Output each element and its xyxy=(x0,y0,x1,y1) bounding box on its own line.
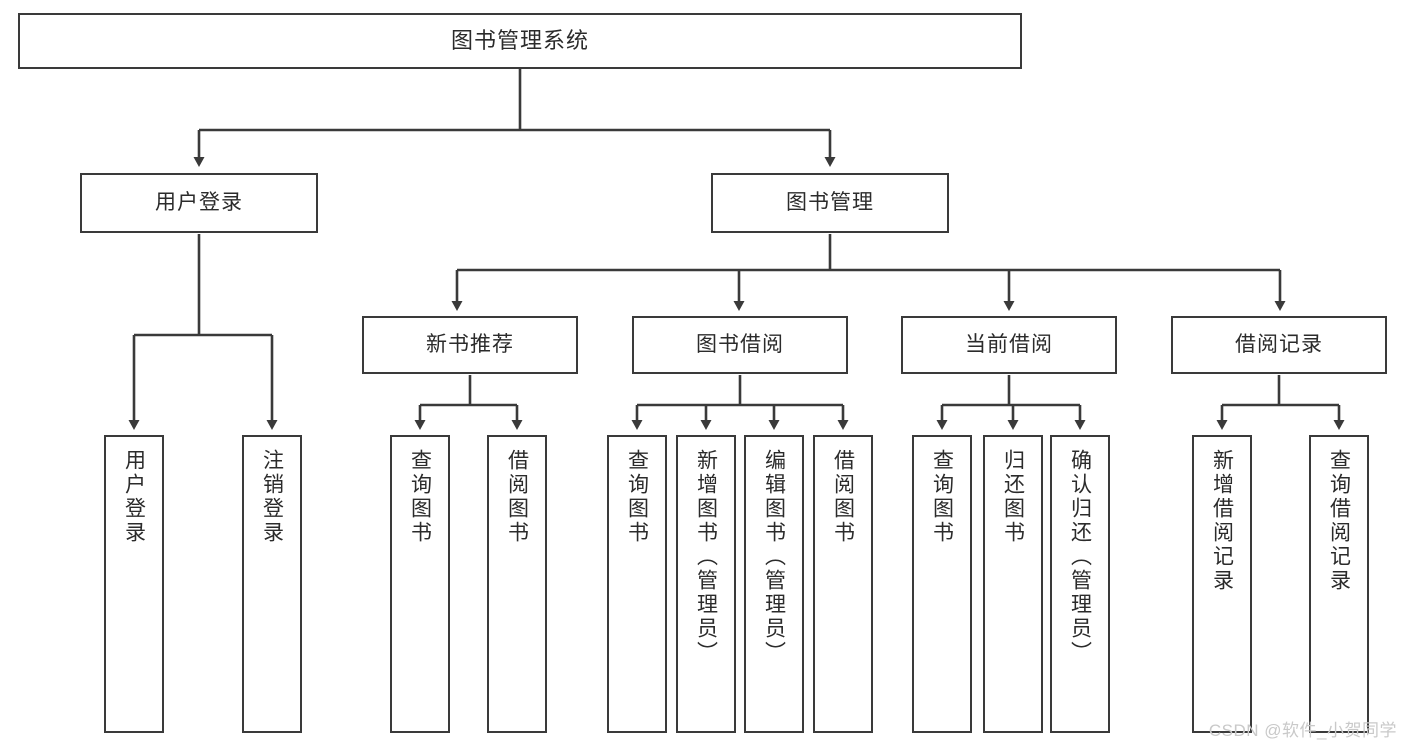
node-book-borrow[interactable]: 图书借阅 xyxy=(632,316,848,374)
node-book-borrow-label: 图书借阅 xyxy=(696,332,784,356)
node-new-book-recommend[interactable]: 新书推荐 xyxy=(362,316,578,374)
node-leaf-confirm-return[interactable]: 确认归还（管理员） xyxy=(1050,435,1110,733)
node-leaf-user-login[interactable]: 用户登录 xyxy=(104,435,164,733)
node-leaf-borrow-book-1-label: 借阅图书 xyxy=(505,449,529,545)
node-root[interactable]: 图书管理系统 xyxy=(18,13,1022,69)
node-leaf-query-record-label: 查询借阅记录 xyxy=(1327,449,1351,593)
node-leaf-return-book[interactable]: 归还图书 xyxy=(983,435,1043,733)
node-current-borrow[interactable]: 当前借阅 xyxy=(901,316,1117,374)
node-leaf-edit-book-label: 编辑图书（管理员） xyxy=(762,449,786,665)
node-leaf-query-book-3-label: 查询图书 xyxy=(930,449,954,545)
node-leaf-borrow-book-2[interactable]: 借阅图书 xyxy=(813,435,873,733)
node-leaf-logout-login-label: 注销登录 xyxy=(260,449,284,545)
node-leaf-confirm-return-label: 确认归还（管理员） xyxy=(1068,449,1092,665)
node-book-manage-label: 图书管理 xyxy=(786,190,874,214)
node-leaf-user-login-label: 用户登录 xyxy=(122,449,146,545)
node-leaf-edit-book[interactable]: 编辑图书（管理员） xyxy=(744,435,804,733)
node-leaf-query-book-3[interactable]: 查询图书 xyxy=(912,435,972,733)
node-leaf-query-book-2[interactable]: 查询图书 xyxy=(607,435,667,733)
node-leaf-query-record[interactable]: 查询借阅记录 xyxy=(1309,435,1369,733)
node-borrow-record-label: 借阅记录 xyxy=(1235,332,1323,356)
node-root-label: 图书管理系统 xyxy=(450,28,589,54)
node-user-login[interactable]: 用户登录 xyxy=(80,173,318,233)
node-leaf-borrow-book-2-label: 借阅图书 xyxy=(831,449,855,545)
node-leaf-logout-login[interactable]: 注销登录 xyxy=(242,435,302,733)
node-new-book-recommend-label: 新书推荐 xyxy=(426,332,514,356)
node-leaf-add-book-label: 新增图书（管理员） xyxy=(694,449,718,665)
node-leaf-query-book-1[interactable]: 查询图书 xyxy=(390,435,450,733)
node-leaf-query-book-2-label: 查询图书 xyxy=(625,449,649,545)
node-leaf-add-book[interactable]: 新增图书（管理员） xyxy=(676,435,736,733)
node-leaf-return-book-label: 归还图书 xyxy=(1001,449,1025,545)
node-borrow-record[interactable]: 借阅记录 xyxy=(1171,316,1387,374)
node-user-login-label: 用户登录 xyxy=(155,190,243,214)
node-leaf-borrow-book-1[interactable]: 借阅图书 xyxy=(487,435,547,733)
node-book-manage[interactable]: 图书管理 xyxy=(711,173,949,233)
node-leaf-query-book-1-label: 查询图书 xyxy=(408,449,432,545)
node-current-borrow-label: 当前借阅 xyxy=(965,332,1053,356)
watermark: CSDN @软件_小贺同学 xyxy=(1208,721,1397,740)
node-leaf-add-record[interactable]: 新增借阅记录 xyxy=(1192,435,1252,733)
node-leaf-add-record-label: 新增借阅记录 xyxy=(1210,449,1234,593)
